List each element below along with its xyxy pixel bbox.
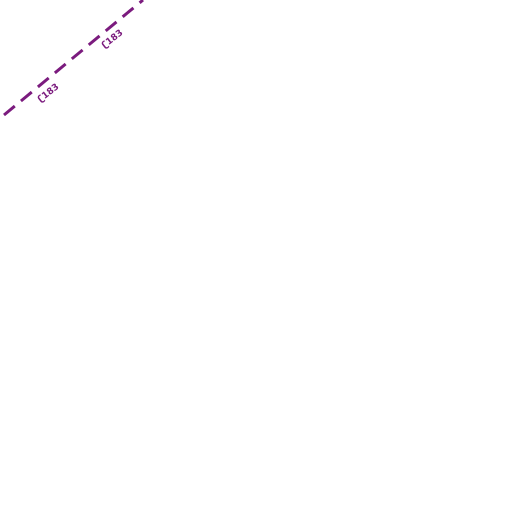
route-label-upper: ʗ183 bbox=[100, 28, 125, 51]
route-line[interactable] bbox=[3, 0, 144, 117]
